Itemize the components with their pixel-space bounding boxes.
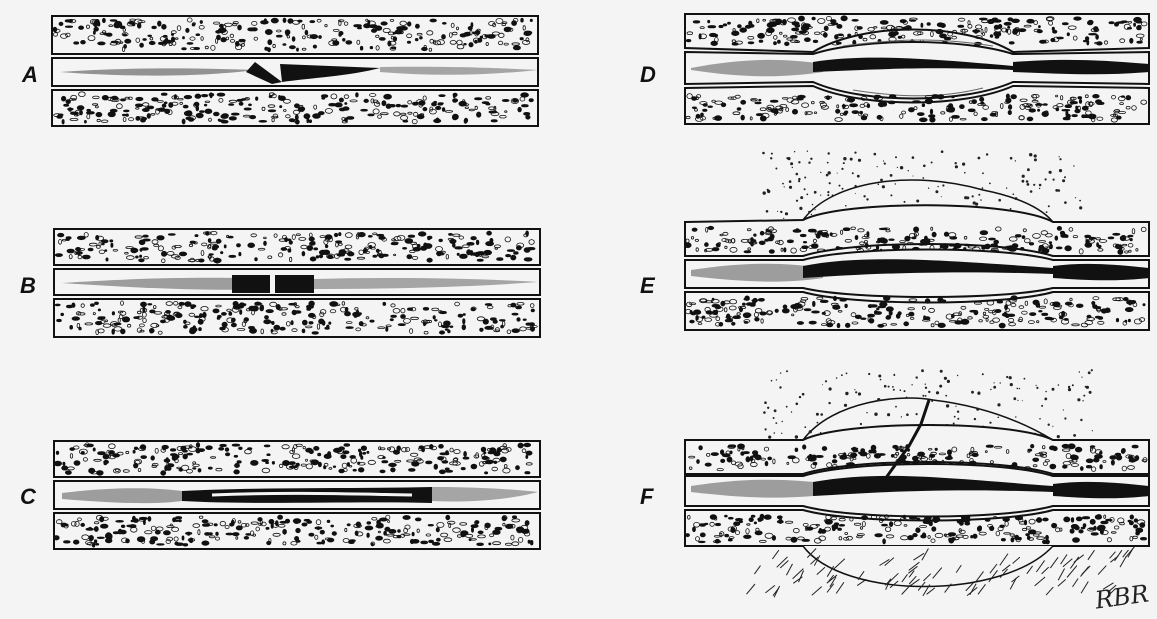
bone-plate-bottom — [54, 513, 540, 549]
soft-tissue-hatching — [747, 546, 1135, 597]
panel-b-illustration — [52, 225, 542, 343]
panel-label-e: E — [640, 273, 655, 299]
cortex-layer — [52, 58, 538, 86]
panel-d-illustration — [683, 8, 1151, 130]
bone-plate-top — [54, 441, 540, 477]
panel-label-d: D — [640, 62, 656, 88]
panel-e-illustration — [683, 150, 1151, 335]
bone-plate-top — [54, 229, 540, 265]
bone-plate-bottom — [52, 90, 538, 126]
panel-f-illustration — [683, 370, 1151, 610]
panel-a-illustration — [50, 12, 540, 132]
panel-label-a: A — [22, 62, 38, 88]
panel-label-c: C — [20, 484, 36, 510]
bone-plate-bottom — [54, 299, 540, 337]
cortex-layer — [54, 269, 540, 295]
bone-plate-top — [685, 205, 1150, 256]
cortex-layer — [54, 481, 540, 509]
bone-plate-top — [52, 16, 538, 54]
panel-c-illustration — [52, 437, 542, 555]
panel-label-b: B — [20, 273, 36, 299]
panel-label-f: F — [640, 484, 653, 510]
